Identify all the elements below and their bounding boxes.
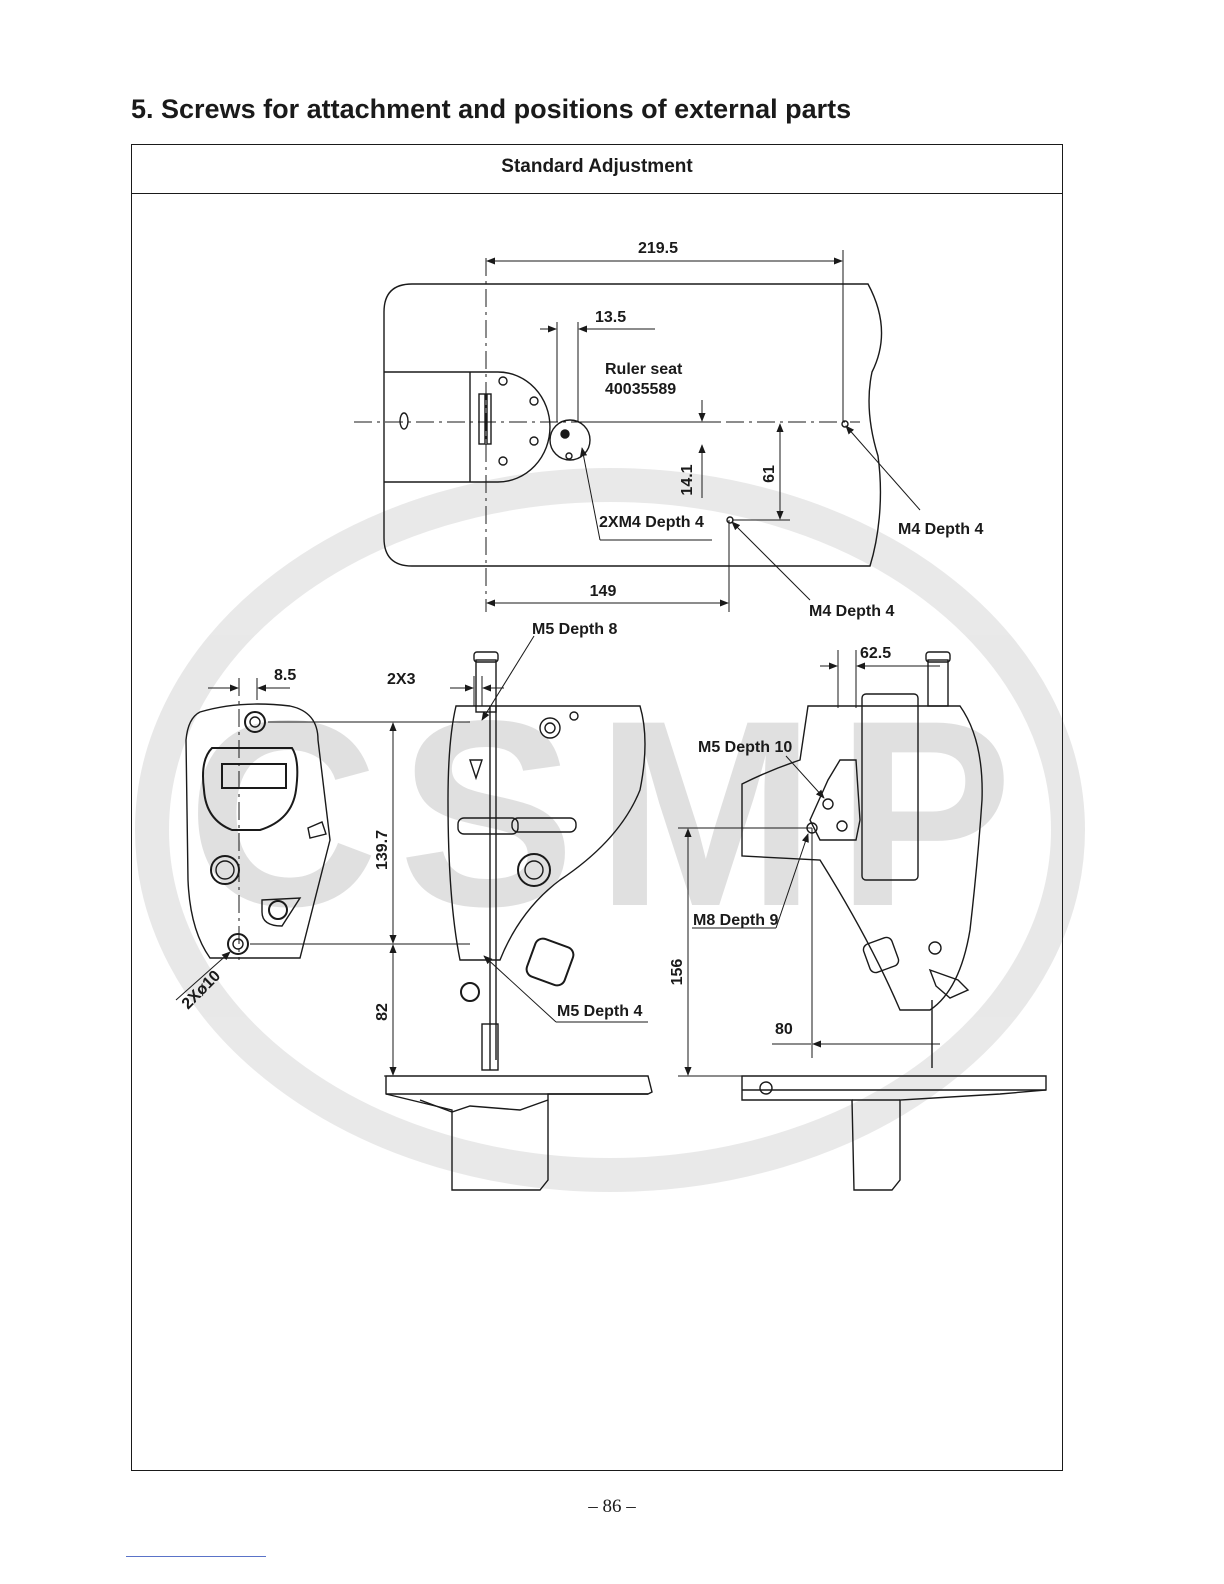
callout-m4-depth-4-right: M4 Depth 4	[898, 521, 983, 538]
callout-m5-depth-10: M5 Depth 10	[698, 739, 792, 756]
callout-m5-depth-4: M5 Depth 4	[557, 1003, 642, 1020]
page-number: – 86 –	[0, 1496, 1224, 1518]
footer-rule	[126, 1556, 266, 1557]
dim-62-5: 62.5	[860, 645, 891, 662]
watermark-text: CSMP	[187, 666, 1033, 962]
callout-m5-depth-8: M5 Depth 8	[532, 621, 617, 638]
callout-m4-depth-4-bottom: M4 Depth 4	[809, 603, 894, 620]
ruler-seat-part-number: 40035589	[605, 381, 676, 398]
dim-2x3: 2X3	[387, 671, 416, 688]
dim-139-7: 139.7	[374, 830, 391, 870]
dim-61: 61	[761, 465, 778, 483]
callout-2xm4-depth-4: 2XM4 Depth 4	[599, 514, 704, 531]
callout-m8-depth-9: M8 Depth 9	[693, 912, 778, 929]
ruler-seat-label: Ruler seat	[605, 361, 683, 378]
dim-149: 149	[590, 583, 617, 600]
dim-8-5: 8.5	[274, 667, 296, 684]
dim-82: 82	[374, 1003, 391, 1021]
dim-156: 156	[669, 959, 686, 986]
dim-80: 80	[775, 1021, 793, 1038]
dim-219-5: 219.5	[638, 240, 678, 257]
dim-13-5: 13.5	[595, 309, 626, 326]
dim-14-1: 14.1	[679, 464, 696, 495]
